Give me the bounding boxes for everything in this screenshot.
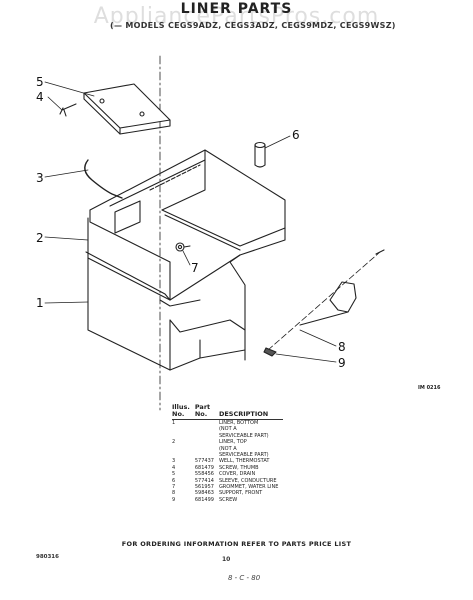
illus-no: 9: [172, 496, 176, 503]
part-no: [195, 439, 219, 458]
watermark: AppliancePartsPros.com: [93, 4, 380, 29]
conductor-sleeve: [254, 141, 266, 168]
illus-no: 1: [172, 420, 176, 426]
header-part-no: Part No.: [194, 403, 211, 418]
header-illus-no: Illus. No.: [172, 403, 190, 418]
callout-6: 6: [292, 128, 300, 142]
table-row: 3 577437 WELL, THERMOSTAT: [172, 458, 283, 464]
part-no: 598463: [194, 490, 214, 497]
part-description: GROMMET, WATER LINE: [218, 484, 279, 491]
part-no: 561957: [194, 484, 214, 491]
part-description: SLEEVE, CONDUCTURE: [218, 477, 277, 484]
table-row: 8 598463 SUPPORT, FRONT: [172, 490, 283, 496]
part-description: LINER, BOTTOM (NOT A SERVICEABLE PART): [218, 420, 269, 439]
part-no: [195, 420, 219, 440]
parts-table-header: Illus. No. Part No. DESCRIPTION: [172, 403, 284, 420]
bottom-liner: [85, 217, 246, 371]
table-row: 1 LINER, BOTTOM (NOT A SERVICEABLE PART): [172, 420, 283, 440]
table-row: 4 681479 SCREW, THUMB: [172, 465, 283, 471]
header-description: DESCRIPTION: [218, 410, 269, 418]
part-description: SCREW, THUMB: [218, 464, 259, 471]
ordering-note: FOR ORDERING INFORMATION REFER TO PARTS …: [121, 540, 352, 548]
callout-leaders: [44, 81, 337, 363]
table-row: 2 LINER, TOP (NOT A SERVICEABLE PART): [172, 439, 283, 458]
thumb-screw: [59, 103, 77, 117]
water-line-grommet: [175, 242, 191, 252]
part-description: SCREW: [218, 496, 238, 503]
model-list: (— MODELS CEGS9ADZ, CEGS3ADZ, CEGS9MDZ, …: [110, 21, 396, 30]
callout-5: 5: [36, 75, 44, 89]
drain-cover-bracket: [83, 83, 171, 135]
illus-no: 2: [172, 439, 176, 446]
part-no: 558456: [194, 471, 214, 478]
figure-reference: IM 0216: [418, 385, 441, 391]
callout-9: 9: [338, 356, 346, 370]
illus-no: 7: [172, 484, 176, 491]
parts-table: Illus. No. Part No. DESCRIPTION 1 LINER,…: [172, 403, 284, 503]
document-number: 980316: [36, 554, 59, 560]
handwritten-note: 8 - C - 80: [228, 574, 261, 582]
callout-2: 2: [36, 231, 44, 245]
callout-8: 8: [338, 340, 346, 354]
front-support: [263, 249, 385, 357]
table-row: 5 558456 COVER, DRAIN: [172, 471, 283, 477]
callout-4: 4: [36, 90, 44, 104]
part-no: 681499: [194, 496, 214, 503]
illus-no: 6: [172, 477, 176, 484]
callout-3: 3: [36, 171, 44, 185]
page-title: LINER PARTS: [180, 1, 293, 17]
illus-no: 5: [172, 471, 176, 478]
part-description: SUPPORT, FRONT: [218, 490, 263, 497]
callout-7: 7: [191, 261, 199, 275]
part-no: 681479: [194, 464, 214, 471]
page-number: 10: [222, 556, 231, 563]
illus-no: 8: [172, 490, 176, 497]
part-no: 577437: [194, 458, 214, 465]
part-description: WELL, THERMOSTAT: [218, 458, 270, 465]
part-no: 577414: [194, 477, 214, 484]
table-row: 6 577414 SLEEVE, CONDUCTURE: [172, 478, 283, 484]
part-description: COVER, DRAIN: [218, 471, 256, 478]
callout-1: 1: [36, 296, 44, 310]
illus-no: 3: [172, 458, 176, 465]
table-row: 9 681499 SCREW: [172, 497, 283, 503]
part-description: LINER, TOP (NOT A SERVICEABLE PART): [218, 439, 269, 459]
thermostat-well-wire: [84, 159, 123, 199]
table-row: 7 561957 GROMMET, WATER LINE: [172, 484, 283, 490]
illus-no: 4: [172, 464, 176, 471]
top-liner: [89, 149, 286, 301]
